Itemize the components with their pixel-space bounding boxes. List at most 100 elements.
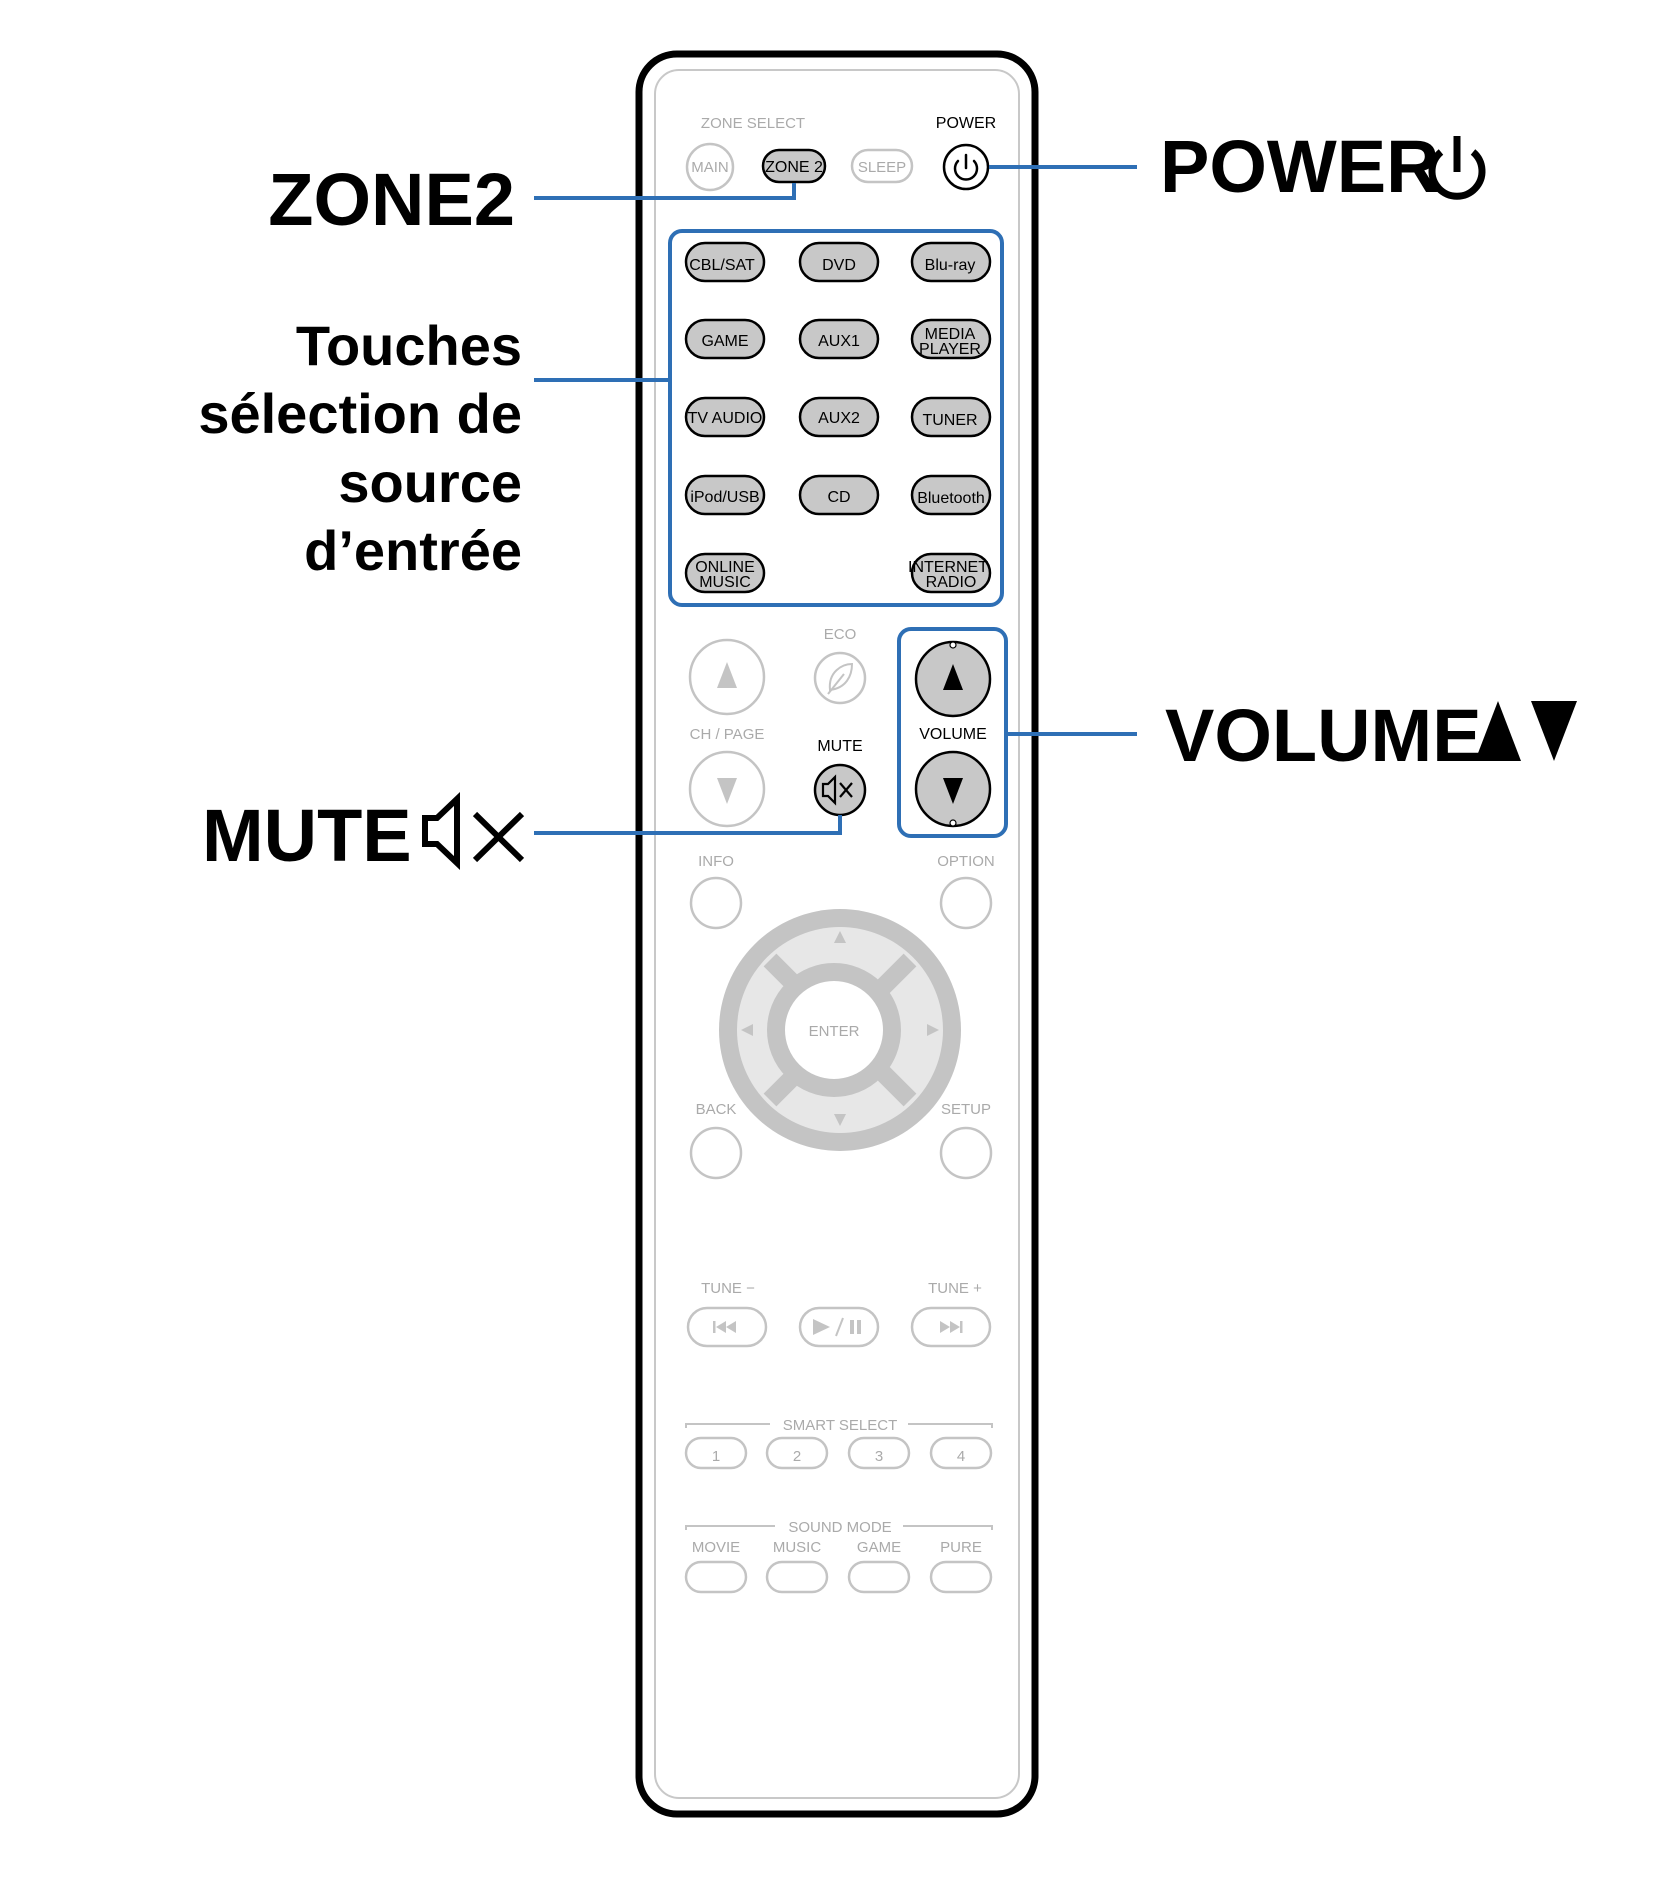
source-game-button[interactable]: GAME [684,318,766,360]
play-pause-icon [813,1317,861,1337]
svg-text:MAIN: MAIN [691,159,729,176]
mute-callout-line [534,815,842,835]
skip-forward-button[interactable] [910,1306,992,1348]
smart-select-2-button[interactable]: 2 [765,1436,829,1470]
svg-text:TV AUDIO: TV AUDIO [688,410,763,427]
source-callout-line4: d’entrée [304,519,522,582]
source-aux1-button[interactable]: AUX1 [798,318,880,360]
nav-up-arrow[interactable] [834,931,846,943]
smart-select-1-button[interactable]: 1 [684,1436,748,1470]
svg-text:TUNER: TUNER [922,412,977,429]
setup-button[interactable] [939,1126,993,1180]
info-label: INFO [698,853,734,870]
play-pause-button[interactable] [798,1306,880,1348]
sound-mode-game-button[interactable] [847,1560,911,1594]
source-online-music-button[interactable]: ONLINE MUSIC [684,552,766,594]
smart-select-3-button[interactable]: 3 [847,1436,911,1470]
mute-icon [821,774,853,806]
mute-button[interactable] [813,763,867,817]
sleep-button[interactable]: SLEEP [850,148,914,184]
source-bluray-button[interactable]: Blu-ray [910,241,992,283]
mute-callout-label: MUTE [202,794,412,877]
sound-mode-label: SOUND MODE [788,1519,891,1536]
smart-select-bracket [685,1423,993,1428]
source-bluetooth-button[interactable]: Bluetooth [910,474,992,516]
source-tuner-button[interactable]: TUNER [910,396,992,438]
power-button[interactable] [942,143,990,191]
svg-text:SLEEP: SLEEP [858,159,906,176]
power-icon [953,153,979,181]
svg-text:iPod/USB: iPod/USB [690,489,759,506]
sound-mode-music-label: MUSIC [773,1539,822,1556]
volume-callout: VOLUME [1165,694,1577,777]
ch-up-button[interactable] [688,638,766,716]
skip-back-icon [713,1321,736,1333]
volume-callout-label: VOLUME [1165,694,1482,777]
source-tv-audio-button[interactable]: TV AUDIO [684,396,766,438]
source-internet-radio-button[interactable]: INTERNET RADIO [908,552,992,594]
nav-right-arrow[interactable] [927,1024,939,1036]
option-label: OPTION [937,853,995,870]
source-callout: Touches sélection de source d’entrée [198,314,522,582]
enter-button[interactable]: ENTER [767,963,901,1097]
sound-mode-bracket [685,1525,993,1530]
source-ipod-usb-button[interactable]: iPod/USB [684,474,766,516]
option-button[interactable] [939,876,993,930]
source-cd-button[interactable]: CD [798,474,880,516]
source-callout-line2: sélection de [198,382,522,445]
nav-down-arrow[interactable] [834,1114,846,1126]
ch-down-button[interactable] [688,750,766,828]
volume-down-button[interactable] [914,750,992,828]
back-button[interactable] [689,1126,743,1180]
volume-up-icon [943,664,963,690]
back-label: BACK [696,1101,737,1118]
source-dvd-button[interactable]: DVD [798,241,880,283]
svg-text:4: 4 [957,1448,965,1465]
svg-text:AUX2: AUX2 [818,410,860,427]
svg-text:Bluetooth: Bluetooth [917,490,985,507]
sound-mode-pure-label: PURE [940,1539,982,1556]
volume-up-icon [1475,701,1521,761]
volume-down-icon [943,778,963,804]
source-cbl-sat-button[interactable]: CBL/SAT [684,241,766,283]
nav-left-arrow[interactable] [741,1024,753,1036]
power-callout-label: POWER [1160,125,1440,208]
svg-text:ZONE 2: ZONE 2 [765,159,823,176]
svg-text:MEDIA: MEDIA [925,326,976,343]
source-aux2-button[interactable]: AUX2 [798,396,880,438]
sound-mode-music-button[interactable] [765,1560,829,1594]
mute-icon [422,792,525,870]
volume-down-icon [1531,701,1577,761]
eco-button[interactable] [813,651,867,705]
source-group-highlight [668,229,1004,607]
mute-callout: MUTE [202,792,525,877]
svg-text:AUX1: AUX1 [818,333,860,350]
mute-label: MUTE [817,738,862,755]
svg-text:DVD: DVD [822,257,856,274]
skip-forward-icon [940,1321,963,1333]
skip-back-button[interactable] [686,1306,768,1348]
zone-select-label: ZONE SELECT [701,115,805,132]
source-callout-line3: source [338,451,522,514]
callout-lines [534,165,1137,835]
smart-select-4-button[interactable]: 4 [929,1436,993,1470]
source-callout-line1: Touches [296,314,522,377]
svg-text:ONLINE: ONLINE [695,559,755,576]
source-media-player-button[interactable]: MEDIA PLAYER [910,318,992,360]
main-button[interactable]: MAIN [685,142,735,192]
svg-text:PLAYER: PLAYER [919,341,981,358]
volume-label: VOLUME [919,726,987,743]
sound-mode-pure-button[interactable] [929,1560,993,1594]
volume-up-button[interactable] [914,640,992,718]
info-button[interactable] [689,876,743,930]
zone2-button[interactable]: ZONE 2 [761,148,827,184]
svg-text:ENTER: ENTER [809,1023,860,1040]
svg-text:CBL/SAT: CBL/SAT [689,257,755,274]
zone2-callout-label: ZONE2 [268,158,515,241]
svg-text:INTERNET: INTERNET [908,559,988,576]
power-icon [1428,136,1486,200]
svg-text:3: 3 [875,1448,883,1465]
sound-mode-movie-button[interactable] [684,1560,748,1594]
ch-page-label: CH / PAGE [690,726,765,743]
